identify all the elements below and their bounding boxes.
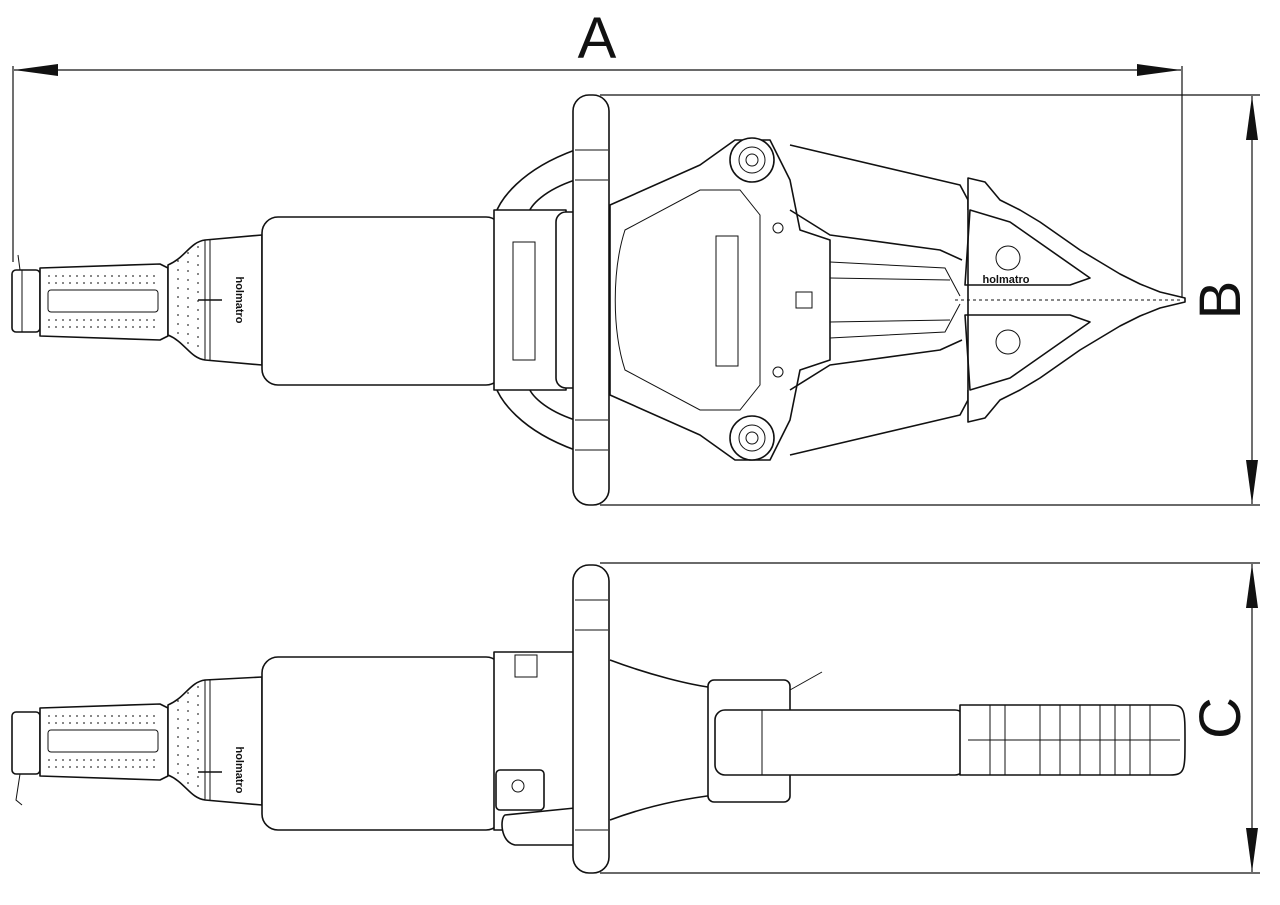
side-grip [39, 703, 169, 781]
cylinder [261, 216, 503, 386]
dimension-b: B [600, 94, 1260, 506]
carry-handle [572, 94, 610, 506]
pivot-bottom [729, 415, 775, 461]
side-coupler [11, 711, 41, 775]
dimension-a-label: A [578, 6, 617, 71]
side-arm [714, 709, 966, 776]
coupler [11, 269, 41, 333]
dimension-c: C [600, 562, 1260, 874]
control-knob [501, 807, 576, 846]
pivot-top [729, 137, 775, 183]
dimension-a: A [12, 6, 1183, 300]
side-cylinder [261, 656, 503, 831]
top-view: holmatro holmatro [11, 94, 1186, 506]
side-view: holmatro [11, 564, 1186, 874]
grip [39, 263, 169, 341]
dimension-b-label: B [1188, 281, 1253, 320]
jaw-logo: holmatro [982, 274, 1029, 286]
collar-logo: holmatro [233, 276, 245, 323]
side-carry-handle [572, 564, 610, 874]
side-collar-logo: holmatro [233, 746, 245, 793]
side-collar [167, 676, 263, 806]
body-housing [609, 139, 831, 461]
dimension-c-label: C [1188, 697, 1253, 739]
